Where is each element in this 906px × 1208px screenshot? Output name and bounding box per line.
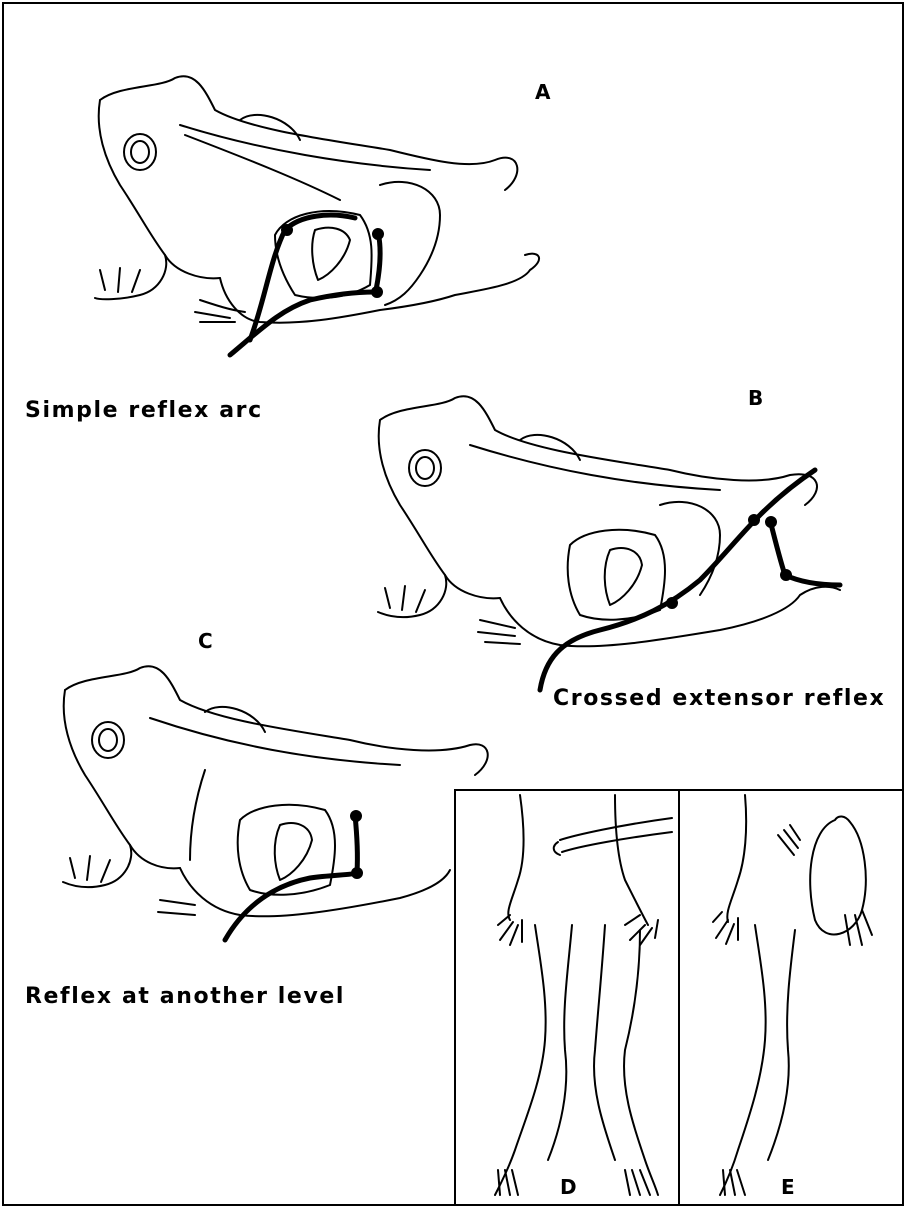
frog-a-eye-inner bbox=[131, 141, 149, 163]
frog-b-gray-matter bbox=[605, 548, 642, 605]
frog-b-hind-toes bbox=[478, 620, 520, 644]
frog-a-synapse-node-2 bbox=[372, 287, 382, 297]
frog-c-cord-section bbox=[238, 805, 335, 895]
frog-b-head-back bbox=[380, 396, 817, 505]
frog-a-eye bbox=[124, 134, 156, 170]
frog-a-snout-throat bbox=[99, 100, 220, 278]
frog-b-node-1 bbox=[667, 598, 677, 608]
frog-c-gray-matter bbox=[275, 823, 312, 880]
panel-b-label: B bbox=[748, 386, 764, 410]
frog-c-snout-throat bbox=[64, 690, 180, 868]
frog-b-snout-throat bbox=[379, 420, 500, 598]
panel-c-caption: Reflex at another level bbox=[25, 984, 345, 1009]
frog-c-hind-toes bbox=[158, 900, 195, 915]
panel-a-label: A bbox=[535, 80, 551, 104]
frog-b-back-bump bbox=[520, 435, 580, 460]
panel-d-label: D bbox=[560, 1175, 578, 1199]
frog-a-interneuron bbox=[376, 232, 380, 290]
frog-a-fold-lower bbox=[185, 135, 340, 200]
frog-a-ganglion-node bbox=[282, 225, 292, 235]
frog-c-eye bbox=[92, 722, 124, 758]
frog-c-node-2 bbox=[352, 868, 362, 878]
frog-a-foreleg bbox=[95, 255, 166, 299]
frog-a-fingers bbox=[100, 268, 140, 292]
frog-c-motor-neuron bbox=[225, 873, 358, 940]
frog-a-back-bump bbox=[240, 115, 300, 140]
frog-b-foreleg bbox=[378, 575, 446, 617]
frog-b-cord-section bbox=[568, 530, 665, 620]
frog-b-fold bbox=[470, 445, 720, 490]
frog-a-head-back bbox=[100, 76, 517, 190]
frog-a-drawing bbox=[95, 76, 539, 355]
frog-b-node-4 bbox=[781, 570, 791, 580]
frog-b-drawing bbox=[378, 396, 840, 690]
frog-c-forelimb-nerve bbox=[190, 770, 205, 860]
frog-b-eye-inner bbox=[416, 457, 434, 479]
frog-b-node-2 bbox=[749, 515, 759, 525]
frog-a-motor-neuron bbox=[230, 292, 375, 355]
frog-b-eye bbox=[409, 450, 441, 486]
panel-e-label: E bbox=[781, 1175, 796, 1199]
frog-b-thigh bbox=[660, 502, 720, 595]
panel-b-caption: Crossed extensor reflex bbox=[553, 686, 885, 711]
frog-a-gray-matter bbox=[312, 228, 350, 280]
frog-a-hind-toes bbox=[195, 300, 245, 322]
panel-c-label: C bbox=[198, 629, 214, 653]
frog-c-fold bbox=[150, 718, 400, 765]
frog-c-foreleg bbox=[63, 845, 131, 887]
panel-a-caption: Simple reflex arc bbox=[25, 398, 263, 423]
frog-c-drawing bbox=[63, 666, 488, 940]
frog-b-node-3 bbox=[766, 517, 776, 527]
frog-c-eye-inner bbox=[99, 729, 117, 751]
frog-c-node-1 bbox=[351, 811, 361, 821]
frog-b-crossed-pathway bbox=[540, 470, 815, 690]
frog-c-interneuron bbox=[355, 815, 357, 872]
frog-c-fingers bbox=[70, 856, 110, 882]
frog-b-belly bbox=[500, 587, 840, 647]
frog-b-fingers bbox=[385, 586, 425, 612]
frog-c-head-back bbox=[65, 666, 488, 775]
frog-a-thigh bbox=[380, 182, 440, 305]
frog-a-synapse-node-1 bbox=[373, 229, 383, 239]
